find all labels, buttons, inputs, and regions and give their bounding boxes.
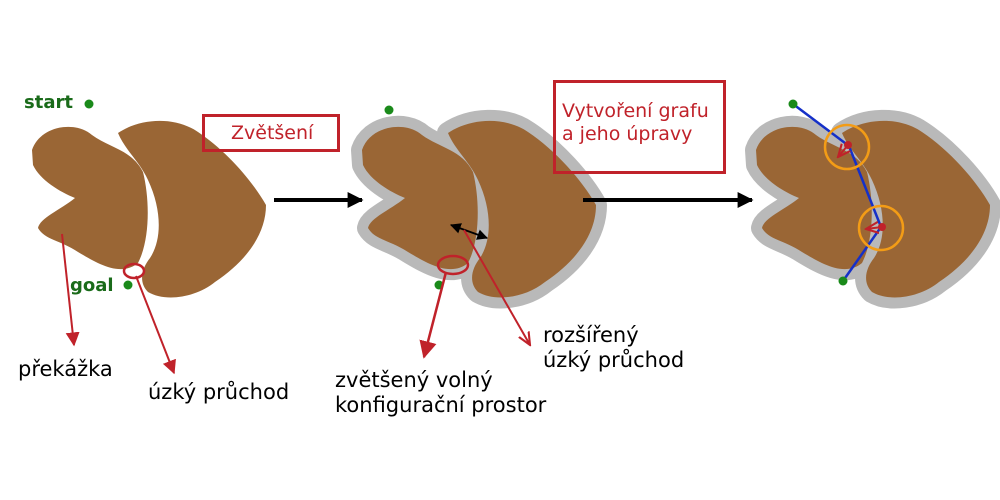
- start-point-2: [384, 105, 394, 115]
- node-shift-arrow-top: [838, 145, 848, 157]
- expanded-space-label-2: konfigurační prostor: [335, 393, 547, 417]
- expansion-box: Zvětšení: [202, 114, 340, 152]
- adjust-circle-top: [823, 123, 871, 171]
- start-label: start: [24, 92, 73, 113]
- expansion-label: Zvětšení: [231, 122, 314, 144]
- goal-label: goal: [70, 275, 114, 296]
- expanded-space-label-1: zvětšený volný: [335, 368, 493, 392]
- passage-pointer-arrow: [135, 275, 176, 375]
- narrow-passage-label: úzký průchod: [148, 380, 290, 404]
- expanded-passage-label-2: úzký průchod: [543, 348, 685, 372]
- expanded-passage-label-1: rozšířený: [543, 323, 639, 347]
- obstacle-label: překážka: [18, 357, 113, 381]
- goal-point-3: [838, 276, 848, 286]
- expanded-passage-marker: [436, 254, 470, 276]
- width-double-arrow: [449, 223, 489, 240]
- start-point: [84, 99, 94, 109]
- graph-label-2: a jeho úpravy: [562, 123, 693, 145]
- graph-box: Vytvoření grafu a jeho úpravy: [553, 80, 726, 174]
- expanded-passage-pointer-arrow: [463, 229, 530, 345]
- narrow-passage-marker: [122, 262, 146, 280]
- start-point-3: [788, 99, 798, 109]
- graph-path: [792, 103, 883, 282]
- adjust-circle-bottom: [857, 204, 905, 252]
- obstacle-pointer-arrow: [61, 233, 80, 347]
- free-space-pointer-arrow: [419, 271, 448, 359]
- node-shift-arrow-bottom: [866, 227, 883, 229]
- graph-label-1: Vytvoření grafu: [562, 100, 709, 122]
- goal-point: [123, 280, 133, 290]
